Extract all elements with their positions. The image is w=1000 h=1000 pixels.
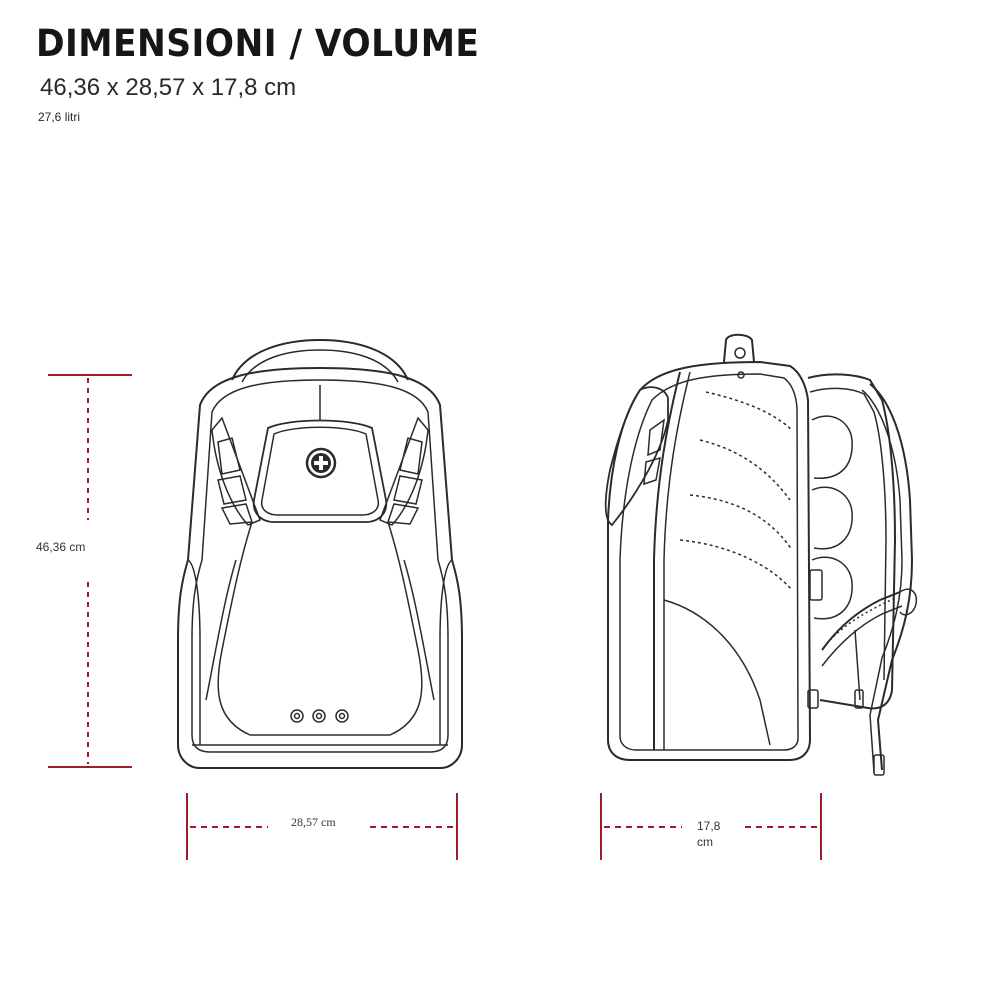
width-dimension — [186, 793, 458, 860]
backpack-front-view — [177, 338, 463, 769]
height-label: 46,36 cm — [36, 540, 86, 554]
backpack-side-view — [604, 333, 918, 776]
volume-text: 27,6 litri — [38, 110, 81, 124]
depth-dimension — [600, 793, 822, 860]
swiss-cross-icon — [305, 447, 337, 479]
depth-label-value: 17,8 — [697, 819, 721, 833]
dimensions-text: 46,36 x 28,57 x 17,8 cm — [40, 74, 297, 101]
page-title: DIMENSIONI / VOLUME — [36, 22, 480, 65]
width-label: 28,57 cm — [291, 815, 336, 830]
front-buttons — [290, 709, 349, 723]
depth-label-unit: cm — [697, 835, 713, 849]
height-dimension — [48, 374, 132, 768]
depth-label: 17,8 cm — [697, 818, 727, 850]
